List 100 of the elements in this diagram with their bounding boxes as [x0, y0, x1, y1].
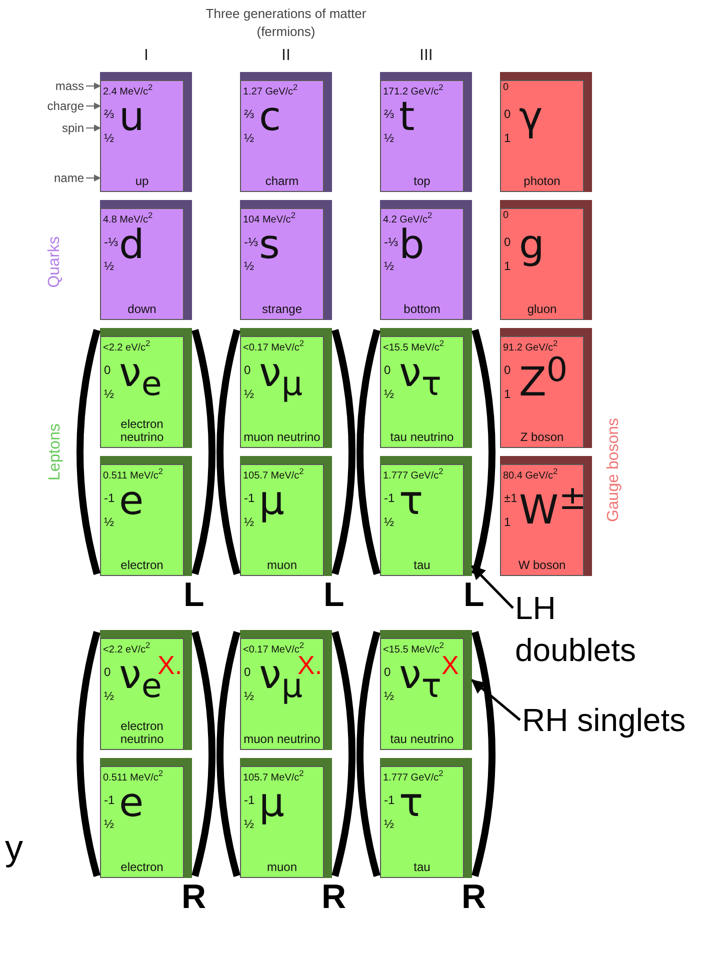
- charge-value: ⅔: [384, 108, 394, 120]
- particle-name: tau neutrino: [389, 733, 455, 746]
- charge-value: 0: [504, 236, 511, 248]
- mass-value: 1.27 GeV/c$^{2}$: [243, 83, 298, 98]
- particle-card: [100, 758, 192, 878]
- particle-name: electron neutrino: [119, 418, 165, 444]
- spin-value: ½: [384, 818, 394, 830]
- particle-name: strange: [260, 303, 304, 316]
- leader-line: [86, 82, 101, 90]
- spin-value: ½: [244, 132, 254, 144]
- particle-symbol: t: [399, 97, 415, 137]
- mass-value: 0.511 MeV/c$^{2}$: [103, 467, 164, 482]
- particle-name: Z boson: [519, 431, 565, 444]
- particle-name: tau neutrino: [389, 431, 455, 444]
- particle-card: [240, 456, 332, 576]
- particle-card: [380, 328, 472, 448]
- particle-name: tau: [412, 861, 432, 874]
- particle-symbol: g: [519, 225, 544, 265]
- particle-card: [500, 328, 592, 448]
- particle-symbol: e: [119, 783, 144, 823]
- property-label: spin: [62, 122, 84, 134]
- particle-name: electron: [120, 559, 164, 572]
- mass-value: <15.5 MeV/c$^{2}$: [383, 339, 444, 354]
- mass-value: <2.2 eV/c$^{2}$: [103, 641, 150, 656]
- particle-card: [500, 456, 592, 576]
- generation-numeral: I: [144, 48, 148, 64]
- particle-symbol: τ: [399, 481, 424, 521]
- particle-card: [500, 200, 592, 320]
- particle-card: [100, 72, 192, 192]
- particle-name: top: [412, 175, 432, 188]
- particle-card: [240, 630, 332, 750]
- mass-value: 80.4 GeV/c$^{2}$: [503, 467, 558, 482]
- mass-value: <2.2 eV/c$^{2}$: [103, 339, 150, 354]
- mass-value: 105.7 MeV/c$^{2}$: [243, 769, 304, 784]
- group-label: Gauge bosons: [606, 418, 622, 522]
- particle-name: gluon: [526, 303, 558, 316]
- spin-value: 1: [504, 516, 511, 528]
- group-label: Quarks: [46, 236, 63, 288]
- particle-name: tau: [412, 559, 432, 572]
- chirality-subscript: R: [462, 880, 486, 914]
- charge-value: 0: [104, 666, 111, 678]
- particle-symbol: μ: [259, 783, 284, 823]
- chirality-subscript: L: [184, 578, 204, 612]
- spin-value: ½: [244, 818, 254, 830]
- leader-line: [471, 679, 521, 721]
- property-label: charge: [47, 100, 84, 112]
- particle-symbol: μ: [259, 481, 284, 521]
- mass-value: 0: [503, 83, 509, 93]
- chirality-subscript: L: [464, 578, 484, 612]
- generation-numeral: III: [420, 48, 433, 64]
- group-label: Leptons: [46, 424, 63, 480]
- charge-value: 0: [104, 364, 111, 376]
- particle-symbol: τ: [399, 783, 424, 823]
- leader-line: [86, 124, 101, 132]
- cross-mark: X: [442, 652, 459, 678]
- charge-value: -⅓: [384, 236, 398, 248]
- heading: Three generations of matter (fermions): [204, 5, 368, 42]
- property-label: name: [54, 172, 84, 184]
- chirality-subscript: R: [182, 880, 206, 914]
- particle-name: down: [126, 303, 158, 316]
- spin-value: ½: [244, 388, 254, 400]
- particle-card: [380, 630, 472, 750]
- particle-card: [380, 758, 472, 878]
- charge-value: -1: [384, 794, 395, 806]
- particle-card: [100, 328, 192, 448]
- charge-value: -⅓: [244, 236, 258, 248]
- particle-name: bottom: [402, 303, 442, 316]
- mass-value: 1.777 GeV/c$^{2}$: [383, 467, 444, 482]
- spin-value: ½: [244, 690, 254, 702]
- charge-value: ⅔: [244, 108, 254, 120]
- particle-symbol: γ: [519, 97, 543, 137]
- charge-value: -⅓: [104, 236, 118, 248]
- chirality-subscript: R: [322, 880, 346, 914]
- spin-value: ½: [384, 260, 394, 272]
- particle-card: [500, 72, 592, 192]
- charge-value: ⅔: [104, 108, 114, 120]
- particle-symbol: c: [259, 97, 281, 137]
- particle-name: electron neutrino: [119, 720, 165, 746]
- particle-symbol: W$^{±}$: [519, 481, 586, 530]
- mass-value: 171.2 GeV/c$^{2}$: [383, 83, 444, 98]
- particle-name: photon: [522, 175, 562, 188]
- particle-name: charm: [264, 175, 300, 188]
- mass-value: <0.17 MeV/c$^{2}$: [243, 339, 304, 354]
- mass-value: 4.8 MeV/c$^{2}$: [103, 211, 153, 226]
- spin-value: ½: [384, 132, 394, 144]
- particle-name: muon: [266, 861, 298, 874]
- spin-value: 1: [504, 388, 511, 400]
- mass-value: 1.777 GeV/c$^{2}$: [383, 769, 444, 784]
- spin-value: ½: [244, 516, 254, 528]
- particle-card: [240, 200, 332, 320]
- mass-value: 0.511 MeV/c$^{2}$: [103, 769, 164, 784]
- mass-value: 105.7 MeV/c$^{2}$: [243, 467, 304, 482]
- particle-symbol: Z$^{0}$: [519, 353, 568, 402]
- spin-value: ½: [104, 388, 114, 400]
- spin-value: 1: [504, 260, 511, 272]
- charge-value: 0: [504, 108, 511, 120]
- particle-name: electron: [120, 861, 164, 874]
- particle-symbol: ν$_{τ}$: [399, 353, 442, 400]
- leader-line: [86, 174, 101, 182]
- mass-value: 104 MeV/c$^{2}$: [243, 211, 296, 226]
